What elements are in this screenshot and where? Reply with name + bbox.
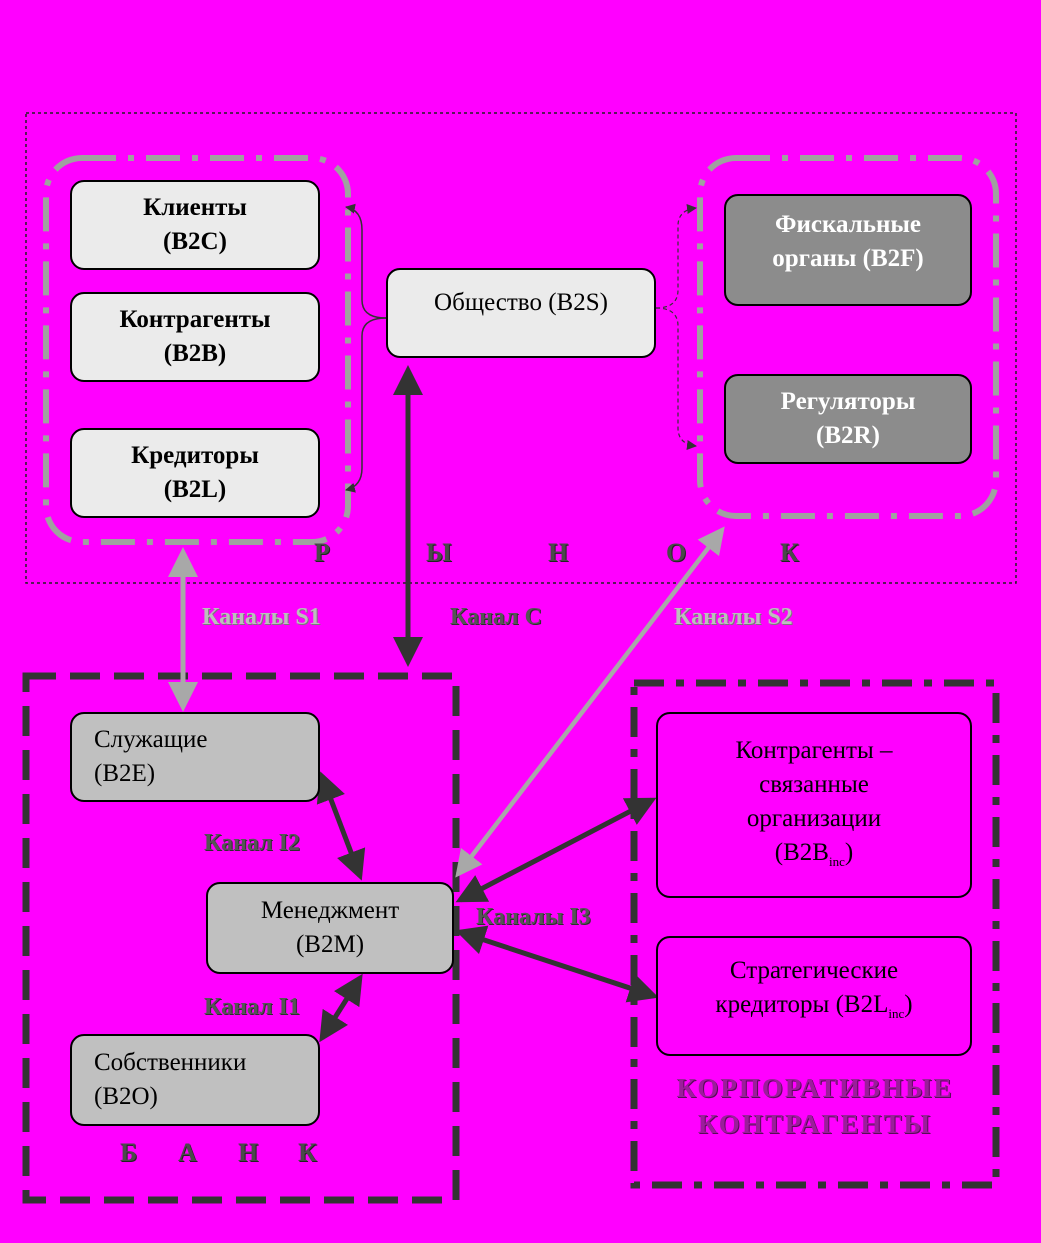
market-letter: Ы bbox=[426, 538, 452, 567]
regulators-line1: Регуляторы bbox=[780, 388, 916, 415]
employees-line2: (B2E) bbox=[94, 760, 156, 787]
channel-i1-label: Канал I1 bbox=[204, 994, 300, 1020]
strategic-line2-end: ) bbox=[904, 991, 913, 1018]
related-line3: организации bbox=[746, 805, 882, 832]
regulators-line2: (B2R) bbox=[816, 422, 880, 449]
counterparties-line1: Контрагенты bbox=[119, 306, 271, 333]
channel-c-label: Канал C bbox=[450, 604, 542, 630]
counterparties-line2: (B2B) bbox=[163, 340, 227, 367]
regulators-box: Регуляторы (B2R) bbox=[724, 374, 972, 464]
creditors-box: Кредиторы (B2L) bbox=[70, 428, 320, 518]
management-line1: Менеджмент bbox=[260, 897, 400, 924]
related-line1: Контрагенты – bbox=[735, 737, 893, 764]
bank-letter: А bbox=[178, 1138, 197, 1167]
left-market-group bbox=[43, 155, 351, 545]
bank-letter: К bbox=[298, 1138, 317, 1167]
owners-line2: (B2O) bbox=[94, 1083, 158, 1110]
management-line2: (B2M) bbox=[295, 931, 365, 958]
market-letter: Н bbox=[548, 538, 569, 567]
market-letter: О bbox=[666, 538, 687, 567]
owners-line1: Собственники bbox=[94, 1049, 247, 1076]
fiscal-line2: органы (B2F) bbox=[772, 245, 924, 272]
clients-line2: (B2C) bbox=[163, 228, 227, 255]
related-line4-end: ) bbox=[844, 839, 854, 866]
owners-box: Собственники (B2O) bbox=[70, 1034, 320, 1126]
related-line4-main: (B2B bbox=[774, 839, 829, 866]
channel-s1-label: Каналы S1 bbox=[202, 604, 321, 630]
bank-boundary bbox=[22, 672, 460, 1204]
channel-i2-label: Канал I2 bbox=[204, 830, 300, 856]
bank-letter: Б bbox=[120, 1138, 138, 1167]
society-left-bracket-lower bbox=[345, 317, 387, 493]
channel-i1-arrow bbox=[319, 973, 363, 1043]
clients-line1: Клиенты bbox=[143, 194, 247, 221]
employees-line1: Служащие bbox=[94, 726, 208, 753]
related-orgs-box: Контрагенты – связанные организации (B2B… bbox=[656, 712, 972, 898]
fiscal-box: Фискальные органы (B2F) bbox=[724, 194, 972, 306]
corporate-title: КОРПОРАТИВНЫЕ КОНТРАГЕНТЫ bbox=[632, 1070, 998, 1142]
market-letter: Р bbox=[314, 538, 330, 567]
corporate-title-line1: КОРПОРАТИВНЫЕ bbox=[676, 1073, 954, 1103]
management-box: Менеджмент (B2M) bbox=[206, 882, 454, 974]
strategic-line2: кредиторы (B2Linc) bbox=[715, 988, 912, 1022]
society-left-bracket bbox=[345, 203, 387, 319]
counterparties-box: Контрагенты (B2B) bbox=[70, 292, 320, 382]
channel-i2-arrow bbox=[316, 771, 366, 881]
society-box: Общество (B2S) bbox=[386, 268, 656, 358]
society-right-bracket-lower bbox=[655, 307, 697, 450]
strategic-line1: Стратегические bbox=[729, 957, 899, 984]
related-line2: связанные bbox=[759, 771, 869, 798]
bank-letter: Н bbox=[238, 1138, 259, 1167]
related-line4: (B2Binc) bbox=[775, 836, 853, 870]
employees-box: Служащие (B2E) bbox=[70, 712, 320, 802]
clients-box: Клиенты (B2C) bbox=[70, 180, 320, 270]
corporate-title-line2: КОНТРАГЕНТЫ bbox=[697, 1109, 933, 1139]
related-line4-sub: inc bbox=[828, 854, 845, 869]
channel-s2-label: Каналы S2 bbox=[674, 604, 793, 630]
market-boundary bbox=[25, 112, 1017, 584]
society-line1: Общество (B2S) bbox=[434, 289, 608, 316]
strategic-line2-sub: inc bbox=[888, 1006, 905, 1021]
right-market-group bbox=[697, 155, 999, 519]
market-letter: К bbox=[780, 538, 799, 567]
channel-i3-upper-arrow bbox=[455, 797, 657, 903]
creditors-line2: (B2L) bbox=[163, 476, 227, 503]
fiscal-line1: Фискальные bbox=[775, 211, 921, 238]
creditors-line1: Кредиторы bbox=[131, 442, 259, 469]
channel-i3-lower-arrow bbox=[455, 925, 659, 1003]
strategic-creditors-box: Стратегические кредиторы (B2Linc) bbox=[656, 936, 972, 1056]
strategic-line2-main: кредиторы (B2L bbox=[715, 991, 889, 1018]
society-right-bracket bbox=[655, 204, 697, 309]
channel-i3-label: Каналы I3 bbox=[476, 904, 591, 930]
